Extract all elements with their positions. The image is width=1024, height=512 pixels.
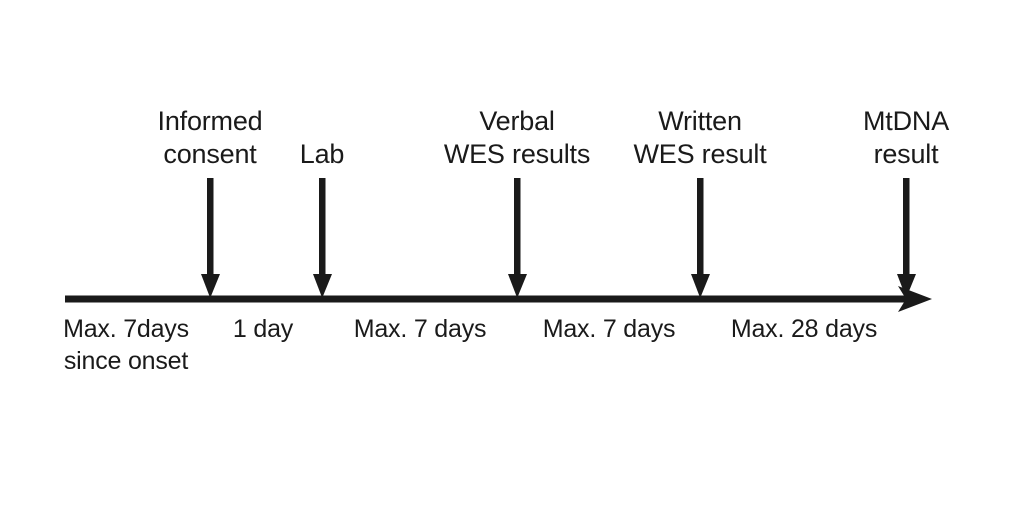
milestone-label-verbal-wes: Verbal WES results [443,106,591,169]
milestone-arrow-written-wes [691,178,710,298]
milestone-arrow-verbal-wes [508,178,527,298]
milestone-label-mtdna: MtDNA result [863,106,949,169]
milestone-arrow-lab [313,178,332,298]
interval-label-verbal-to-written: Max. 7 days [542,315,676,343]
milestone-label-written-wes: Written WES result [633,106,767,169]
milestone-label-informed-consent: Informed consent [157,106,263,169]
interval-label-onset-to-consent: Max. 7days since onset [63,315,189,375]
interval-label-written-to-mtdna: Max. 28 days [730,315,878,343]
interval-label-consent-to-lab: 1 day [232,315,294,343]
axis-line [65,295,910,303]
milestone-arrow-informed-consent [201,178,220,298]
interval-label-lab-to-verbal: Max. 7 days [353,315,487,343]
milestone-arrow-mtdna [897,178,916,298]
milestone-label-lab: Lab [299,139,345,169]
